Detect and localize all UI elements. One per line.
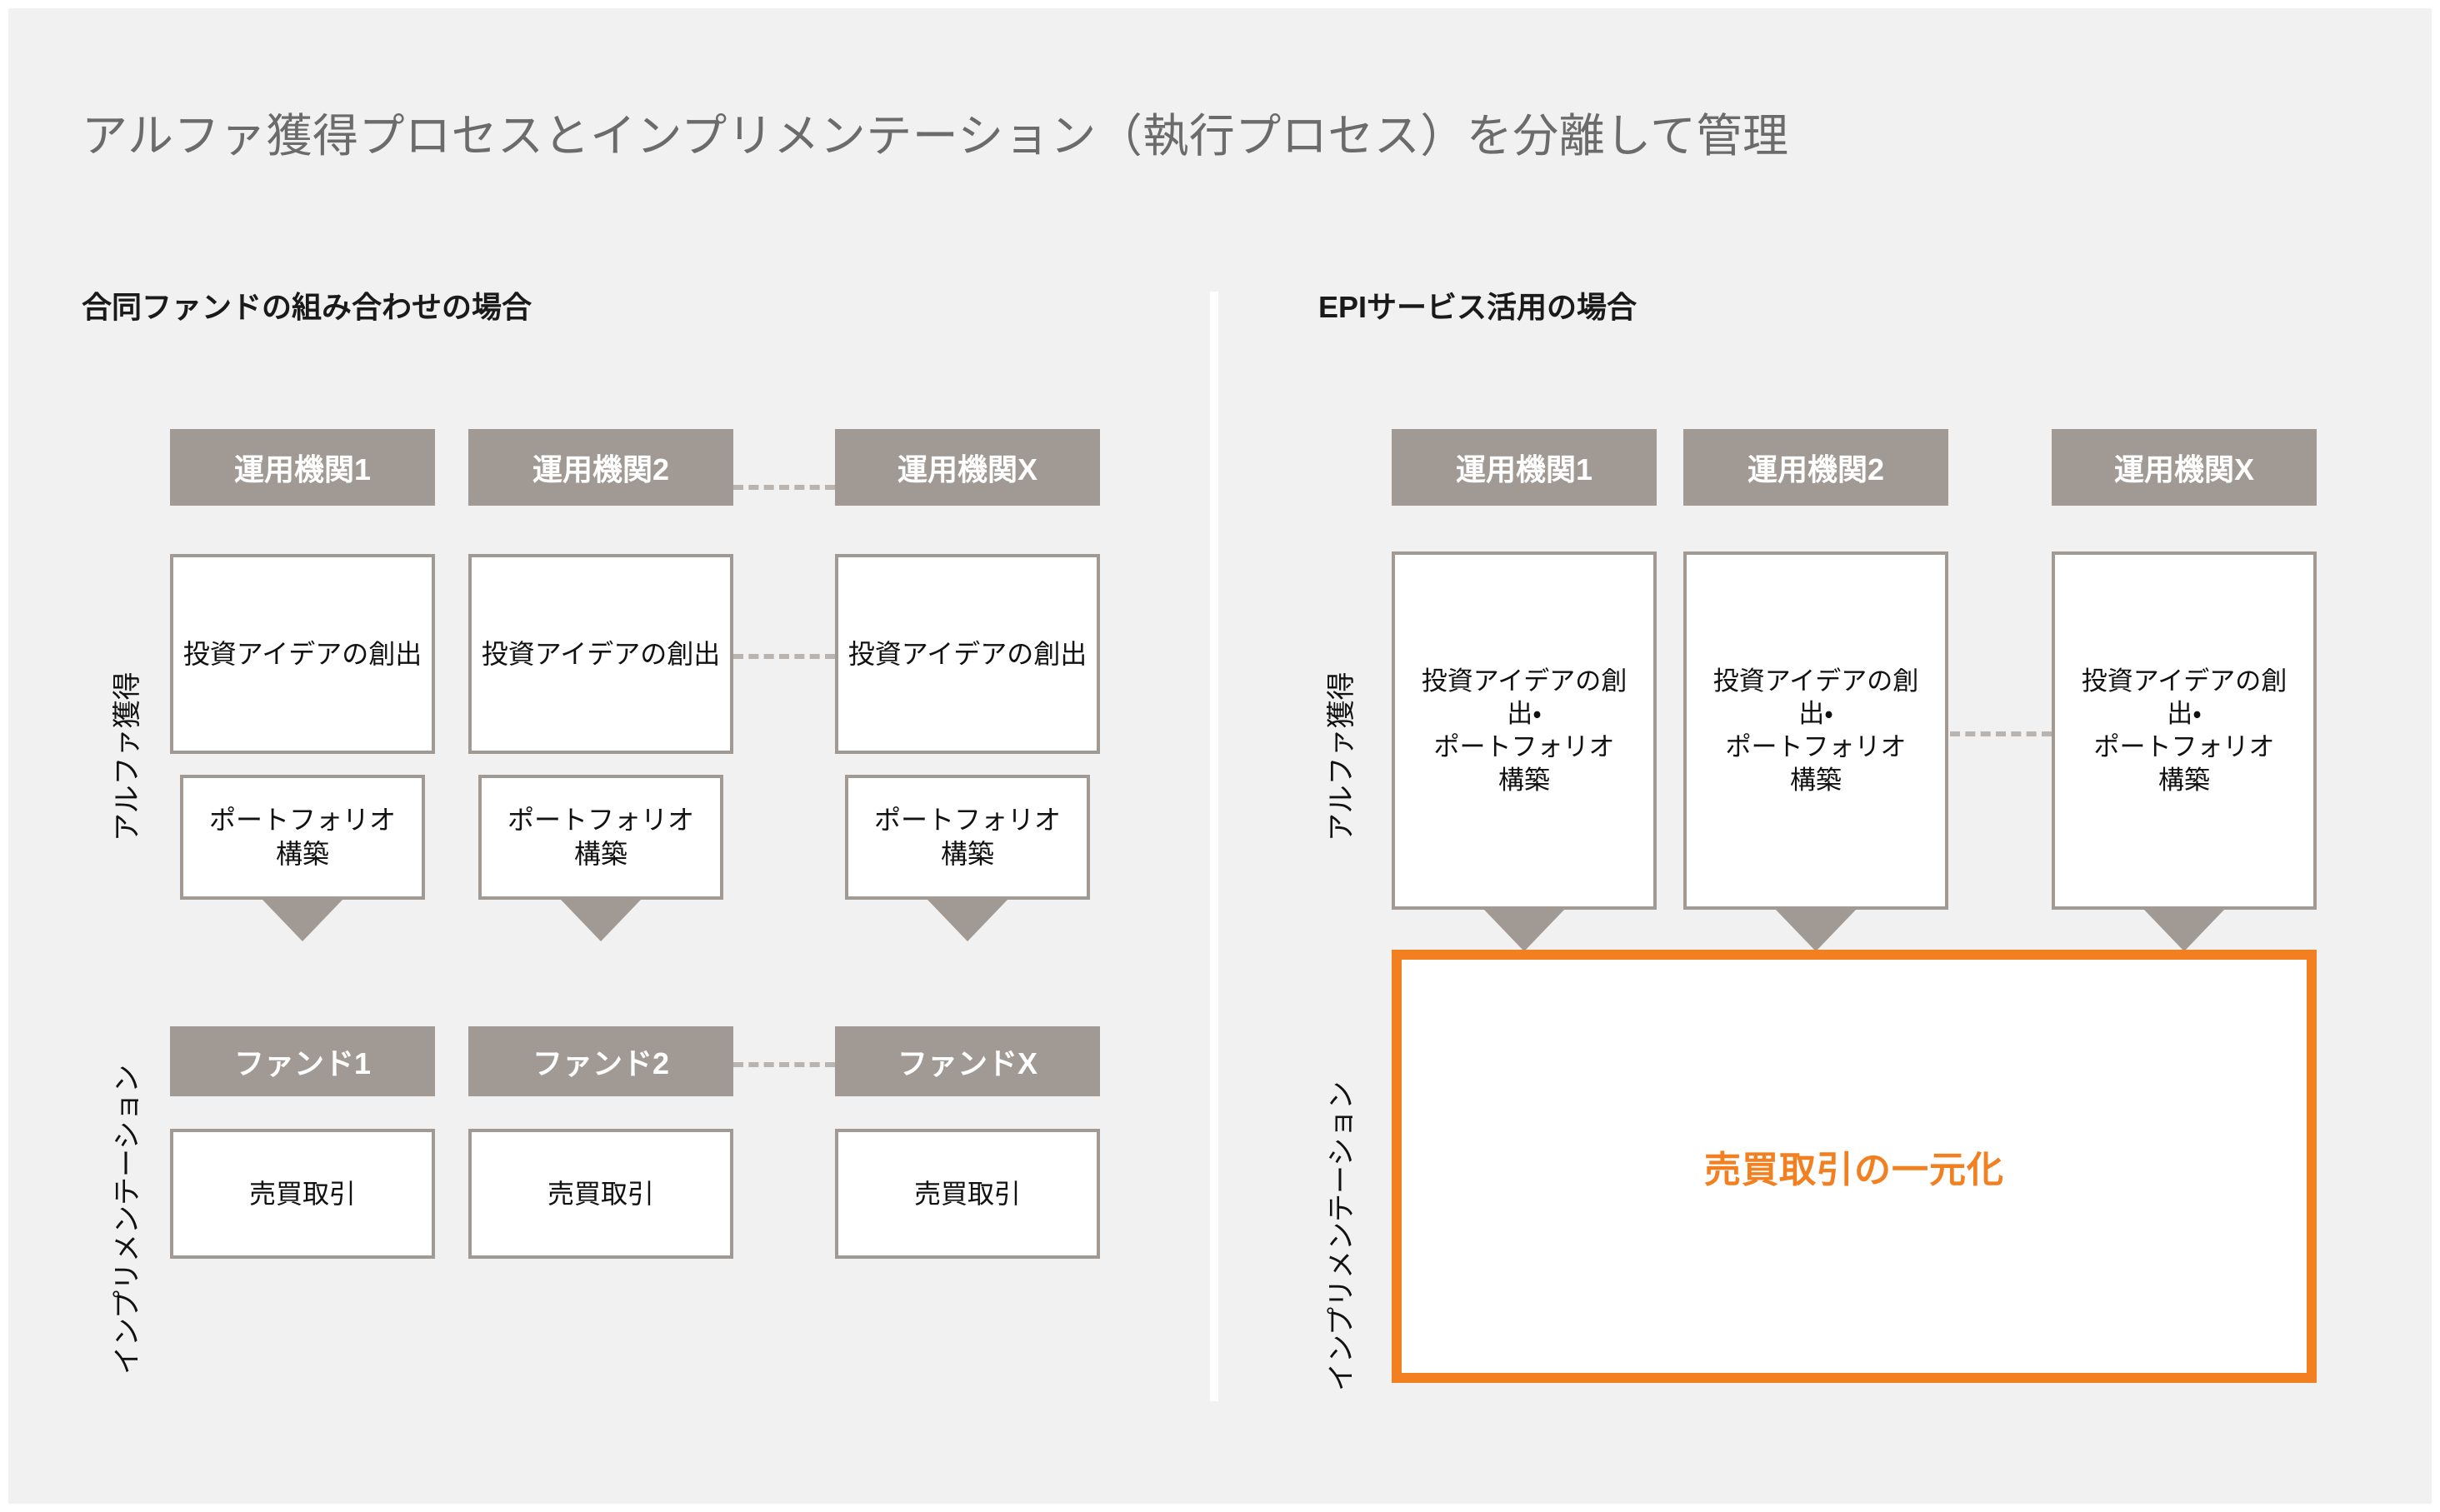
panel-header-right: EPIサービス活用の場合 bbox=[1318, 290, 1638, 324]
dash-connector-left-idea bbox=[733, 654, 835, 659]
left-col-2-portfolio[interactable]: ポートフォリオ 構築 bbox=[478, 775, 723, 900]
left-col-1-portfolio[interactable]: ポートフォリオ 構築 bbox=[180, 775, 425, 900]
left-col-2-fund-head[interactable]: ファンド2 bbox=[468, 1026, 733, 1096]
left-col-1-head[interactable]: 運用機関1 bbox=[170, 429, 435, 506]
left-col-2-head[interactable]: 運用機関2 bbox=[468, 429, 733, 506]
left-col-x-portfolio[interactable]: ポートフォリオ 構築 bbox=[845, 775, 1090, 900]
left-col-1-arrow-down-icon bbox=[262, 900, 342, 941]
panel-header-left: 合同ファンドの組み合わせの場合 bbox=[82, 290, 532, 324]
right-col-2-arrow-down-icon bbox=[1776, 910, 1856, 951]
band-label-left-implementation: インプリメンテーション bbox=[112, 1064, 143, 1375]
panel-divider bbox=[1210, 292, 1218, 1401]
left-col-x-head[interactable]: 運用機関X bbox=[835, 429, 1100, 506]
band-label-left-alpha: アルファ獲得 bbox=[112, 671, 143, 841]
dash-connector-left-fund bbox=[733, 1062, 835, 1067]
left-col-2-arrow-down-icon bbox=[561, 900, 641, 941]
band-label-right-alpha: アルファ獲得 bbox=[1326, 671, 1358, 841]
left-col-x-arrow-down-icon bbox=[928, 900, 1008, 941]
right-col-1-arrow-down-icon bbox=[1484, 910, 1564, 951]
band-label-right-implementation: インプリメンテーション bbox=[1326, 1080, 1358, 1391]
unified-trading-box[interactable]: 売買取引の一元化 bbox=[1392, 950, 2317, 1383]
left-col-1-fund-head[interactable]: ファンド1 bbox=[170, 1026, 435, 1096]
dash-connector-left-head bbox=[733, 485, 835, 490]
dash-connector-right-body bbox=[1950, 731, 2052, 736]
left-col-2-idea[interactable]: 投資アイデアの創出 bbox=[468, 554, 733, 754]
right-col-x-combined[interactable]: 投資アイデアの創 出・ ポートフォリオ 構築 bbox=[2052, 551, 2317, 910]
left-col-x-idea[interactable]: 投資アイデアの創出 bbox=[835, 554, 1100, 754]
right-col-1-combined[interactable]: 投資アイデアの創 出・ ポートフォリオ 構築 bbox=[1392, 551, 1657, 910]
left-col-x-fund-head[interactable]: ファンドX bbox=[835, 1026, 1100, 1096]
right-col-x-arrow-down-icon bbox=[2144, 910, 2224, 951]
left-col-1-idea[interactable]: 投資アイデアの創出 bbox=[170, 554, 435, 754]
right-col-2-head[interactable]: 運用機関2 bbox=[1683, 429, 1948, 506]
left-col-1-trade[interactable]: 売買取引 bbox=[170, 1129, 435, 1259]
left-col-2-trade[interactable]: 売買取引 bbox=[468, 1129, 733, 1259]
left-col-x-trade[interactable]: 売買取引 bbox=[835, 1129, 1100, 1259]
right-col-2-combined[interactable]: 投資アイデアの創 出・ ポートフォリオ 構築 bbox=[1683, 551, 1948, 910]
page-title: アルファ獲得プロセスとインプリメンテーション（執行プロセス）を分離して管理 bbox=[82, 110, 1789, 162]
unified-trading-label: 売買取引の一元化 bbox=[1704, 1150, 2004, 1190]
right-col-1-head[interactable]: 運用機関1 bbox=[1392, 429, 1657, 506]
right-col-x-head[interactable]: 運用機関X bbox=[2052, 429, 2317, 506]
